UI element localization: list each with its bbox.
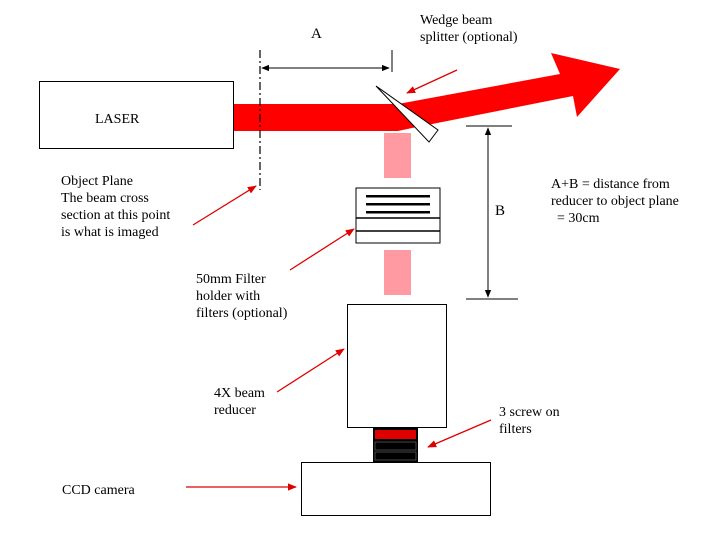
screw-filters-pointer-arrow	[427, 419, 492, 448]
transmitted-beam-arrow	[398, 53, 620, 131]
reducer-label-line-1: 4X beam	[214, 386, 265, 401]
reducer-label-line-2: reducer	[214, 403, 256, 418]
formula-line-1: A+B = distance from	[551, 177, 670, 192]
splitter-label-line-2: splitter (optional)	[420, 30, 518, 45]
filter-holder-label-line-3: filters (optional)	[196, 306, 288, 321]
beam-reducer-box	[347, 304, 447, 428]
ccd-camera-label: CCD camera	[62, 483, 135, 498]
splitter-label-line-1: Wedge beam	[420, 13, 493, 28]
wedge-beam-splitter	[375, 85, 439, 143]
dimension-a-label: A	[311, 26, 322, 42]
formula-line-2: reducer to object plane	[551, 194, 679, 209]
object-plane-label: Object Plane The beam cross section at t…	[61, 173, 170, 241]
splitter-label: Wedge beam splitter (optional)	[420, 12, 518, 46]
filter-holder	[355, 187, 441, 244]
filter-holder-pointer-arrow	[289, 228, 355, 271]
down-beam-segment-1	[384, 133, 411, 178]
object-plane-label-line-4: is what is imaged	[61, 225, 159, 240]
reducer-label: 4X beam reducer	[214, 385, 265, 419]
screw-filters-label-line-1: 3 screw on	[499, 405, 560, 420]
screw-on-filters	[373, 428, 418, 462]
ccd-camera-box	[301, 462, 491, 516]
object-plane-label-line-3: section at this point	[61, 208, 171, 223]
filter-holder-label: 50mm Filter holder with filters (optiona…	[196, 271, 287, 322]
formula-label: A+B = distance from reducer to object pl…	[551, 176, 679, 227]
object-plane-label-line-1: Object Plane	[61, 174, 133, 189]
splitter-pointer-arrow	[406, 69, 458, 94]
reducer-pointer-arrow	[276, 348, 345, 393]
filter-holder-label-line-1: 50mm Filter	[196, 272, 266, 287]
screw-filters-label-line-2: filters	[499, 422, 532, 437]
dimension-b-label: B	[495, 203, 506, 219]
formula-line-3: = 30cm	[557, 211, 600, 226]
laser-box	[39, 81, 234, 149]
screw-filters-label: 3 screw on filters	[499, 404, 560, 438]
laser-beam	[234, 104, 398, 131]
object-plane-label-line-2: The beam cross	[61, 191, 149, 206]
down-beam-segment-2	[384, 250, 411, 295]
object-plane-pointer-arrow	[192, 185, 257, 226]
laser-label: LASER	[95, 112, 140, 127]
filter-holder-label-line-2: holder with	[196, 289, 261, 304]
